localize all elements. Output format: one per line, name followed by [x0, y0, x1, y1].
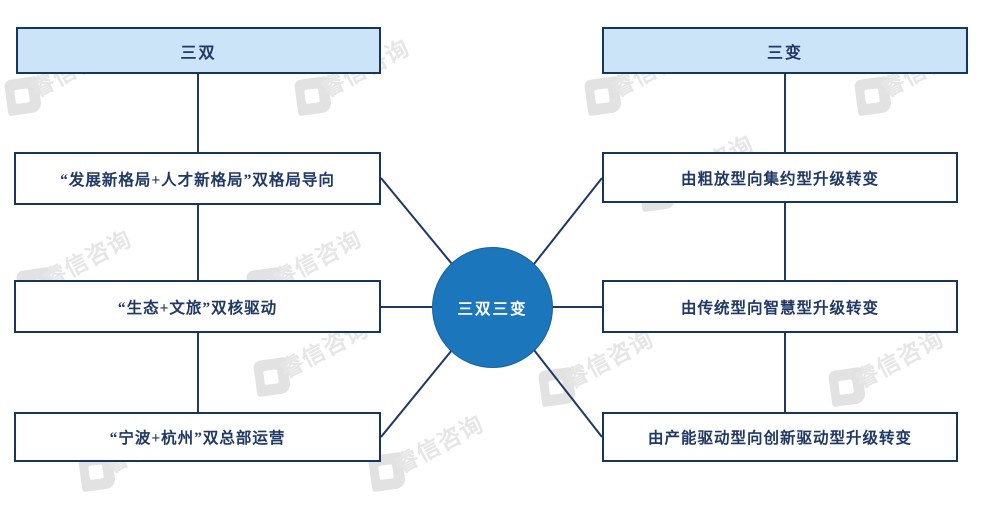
spoke-center-to-right-item1 [533, 177, 603, 265]
ruixin-logo-mark-icon [853, 75, 893, 117]
column-header-right[interactable]: 三变 [602, 27, 968, 74]
watermark-tile: 睿信咨询 [537, 325, 690, 415]
ruixin-logo-mark-icon [293, 75, 333, 117]
column-header-left[interactable]: 三双 [16, 27, 381, 74]
ruixin-logo-mark-icon [537, 366, 577, 408]
left-item-1[interactable]: “发展新格局+人才新格局”双格局导向 [14, 152, 381, 205]
spoke-left-item3-to-center [380, 349, 453, 438]
watermark-tile: 睿信咨询 [827, 325, 980, 415]
ruixin-logo-mark-icon [583, 75, 623, 117]
ruixin-logo-mark-icon [3, 75, 43, 117]
watermark-tile: 睿信咨询 [367, 410, 520, 500]
spoke-center-to-right-item3 [533, 349, 603, 438]
watermark-text: 睿信咨询 [390, 410, 488, 479]
ruixin-logo-mark-icon [252, 356, 292, 398]
ruixin-logo-mark-icon [827, 366, 867, 408]
left-item-2[interactable]: “生态+文旅”双核驱动 [14, 280, 381, 333]
watermark-tile: 睿信咨询 [252, 315, 405, 405]
right-item-1[interactable]: 由粗放型向集约型升级转变 [602, 152, 958, 203]
center-hub[interactable]: 三双三变 [432, 247, 553, 368]
left-item-3[interactable]: “宁波+杭州”双总部运营 [14, 412, 381, 462]
right-item-3[interactable]: 由产能驱动型向创新驱动型升级转变 [602, 412, 958, 462]
right-item-2[interactable]: 由传统型向智慧型升级转变 [602, 280, 958, 333]
spoke-left-item1-to-center [380, 177, 453, 265]
